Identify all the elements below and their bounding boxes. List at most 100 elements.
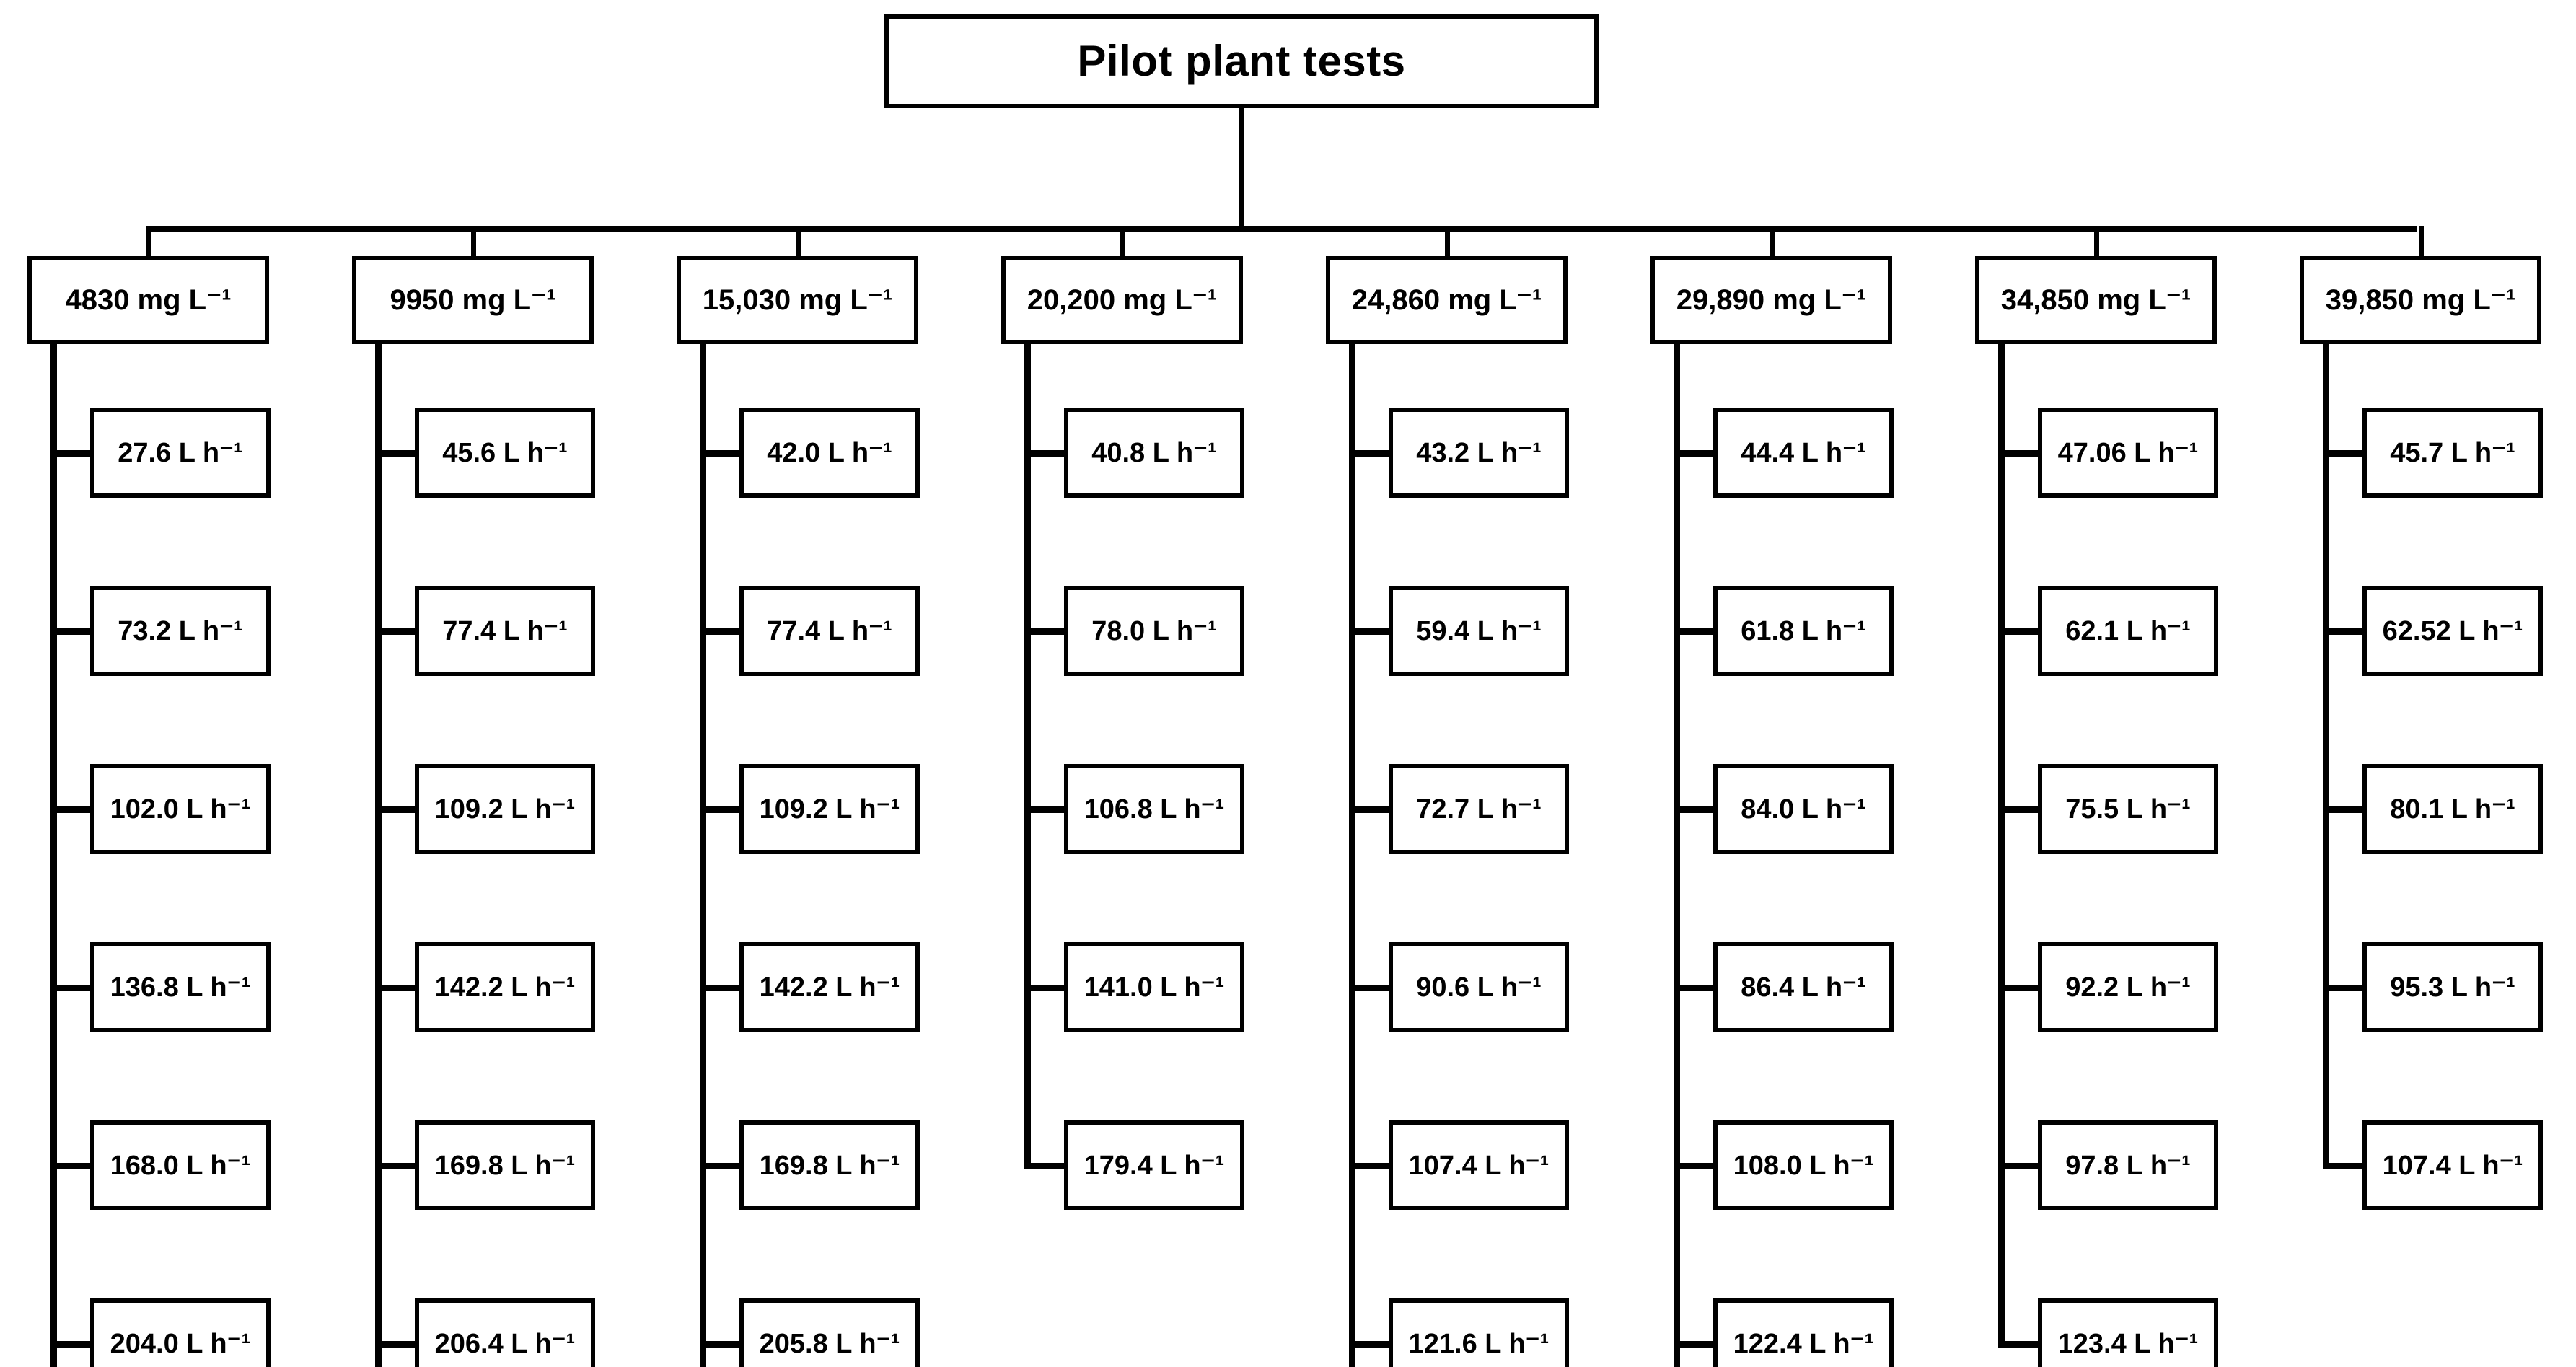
leaf-node-3-3[interactable]: 141.0 L h⁻¹ [1064, 942, 1244, 1032]
leaf-node-1-2[interactable]: 109.2 L h⁻¹ [415, 764, 595, 854]
leaf-node-label: 169.8 L h⁻¹ [434, 1150, 576, 1181]
leaf-node-2-1[interactable]: 77.4 L h⁻¹ [739, 586, 920, 676]
leaf-node-4-5[interactable]: 121.6 L h⁻¹ [1389, 1298, 1569, 1367]
leaf-node-5-1[interactable]: 61.8 L h⁻¹ [1713, 586, 1894, 676]
leaf-node-label: 90.6 L h⁻¹ [1416, 972, 1542, 1003]
leaf-node-label: 102.0 L h⁻¹ [110, 794, 251, 825]
category-node-0[interactable]: 4830 mg L⁻¹ [27, 256, 269, 344]
leaf-node-label: 62.52 L h⁻¹ [2382, 615, 2523, 646]
leaf-node-6-3[interactable]: 92.2 L h⁻¹ [2038, 942, 2218, 1032]
leaf-node-1-0[interactable]: 45.6 L h⁻¹ [415, 408, 595, 498]
leaf-stub-connector-1-5 [375, 1340, 418, 1348]
leaf-node-6-1[interactable]: 62.1 L h⁻¹ [2038, 586, 2218, 676]
category-node-2[interactable]: 15,030 mg L⁻¹ [677, 256, 918, 344]
leaf-node-1-3[interactable]: 142.2 L h⁻¹ [415, 942, 595, 1032]
leaf-node-3-2[interactable]: 106.8 L h⁻¹ [1064, 764, 1244, 854]
leaf-node-7-3[interactable]: 95.3 L h⁻¹ [2362, 942, 2543, 1032]
leaf-node-label: 169.8 L h⁻¹ [759, 1150, 900, 1181]
leaf-stub-connector-5-2 [1674, 806, 1716, 813]
leaf-node-label: 59.4 L h⁻¹ [1416, 615, 1542, 646]
leaf-node-7-2[interactable]: 80.1 L h⁻¹ [2362, 764, 2543, 854]
leaf-node-label: 168.0 L h⁻¹ [110, 1150, 251, 1181]
leaf-stub-connector-6-0 [1998, 449, 2041, 457]
leaf-node-2-5[interactable]: 205.8 L h⁻¹ [739, 1298, 920, 1367]
leaf-stub-connector-2-4 [700, 1162, 742, 1169]
leaf-node-1-4[interactable]: 169.8 L h⁻¹ [415, 1120, 595, 1210]
leaf-stub-connector-6-4 [1998, 1162, 2041, 1169]
leaf-stub-connector-0-5 [50, 1340, 93, 1348]
leaf-node-label: 136.8 L h⁻¹ [110, 972, 251, 1003]
leaf-node-4-3[interactable]: 90.6 L h⁻¹ [1389, 942, 1569, 1032]
leaf-node-6-4[interactable]: 97.8 L h⁻¹ [2038, 1120, 2218, 1210]
leaf-stub-connector-1-3 [375, 984, 418, 991]
category-node-label: 24,860 mg L⁻¹ [1351, 284, 1542, 316]
leaf-stub-connector-4-2 [1349, 806, 1392, 813]
leaf-stub-connector-3-4 [1024, 1162, 1067, 1169]
leaf-node-label: 109.2 L h⁻¹ [434, 794, 576, 825]
leaf-node-5-0[interactable]: 44.4 L h⁻¹ [1713, 408, 1894, 498]
leaf-node-1-5[interactable]: 206.4 L h⁻¹ [415, 1298, 595, 1367]
leaf-node-label: 45.6 L h⁻¹ [442, 437, 568, 468]
leaf-node-5-2[interactable]: 84.0 L h⁻¹ [1713, 764, 1894, 854]
leaf-node-label: 43.2 L h⁻¹ [1416, 437, 1542, 468]
leaf-node-3-0[interactable]: 40.8 L h⁻¹ [1064, 408, 1244, 498]
leaf-stub-connector-1-1 [375, 628, 418, 635]
leaf-node-label: 122.4 L h⁻¹ [1733, 1328, 1874, 1359]
leaf-node-4-0[interactable]: 43.2 L h⁻¹ [1389, 408, 1569, 498]
leaf-stub-connector-7-3 [2323, 984, 2365, 991]
leaf-node-5-4[interactable]: 108.0 L h⁻¹ [1713, 1120, 1894, 1210]
column-spine-7 [2323, 341, 2329, 1169]
leaf-node-6-2[interactable]: 75.5 L h⁻¹ [2038, 764, 2218, 854]
column-spine-3 [1024, 341, 1031, 1169]
category-node-label: 29,890 mg L⁻¹ [1676, 284, 1867, 316]
leaf-node-6-0[interactable]: 47.06 L h⁻¹ [2038, 408, 2218, 498]
leaf-node-0-3[interactable]: 136.8 L h⁻¹ [90, 942, 271, 1032]
leaf-stub-connector-0-2 [50, 806, 93, 813]
branch-drop-connector-2 [795, 226, 801, 259]
category-node-3[interactable]: 20,200 mg L⁻¹ [1001, 256, 1243, 344]
branch-drop-connector-0 [146, 226, 151, 259]
leaf-node-label: 123.4 L h⁻¹ [2057, 1328, 2199, 1359]
leaf-stub-connector-2-3 [700, 984, 742, 991]
leaf-node-2-2[interactable]: 109.2 L h⁻¹ [739, 764, 920, 854]
leaf-node-2-3[interactable]: 142.2 L h⁻¹ [739, 942, 920, 1032]
category-node-5[interactable]: 29,890 mg L⁻¹ [1650, 256, 1892, 344]
leaf-node-4-2[interactable]: 72.7 L h⁻¹ [1389, 764, 1569, 854]
leaf-node-0-1[interactable]: 73.2 L h⁻¹ [90, 586, 271, 676]
leaf-node-0-5[interactable]: 204.0 L h⁻¹ [90, 1298, 271, 1367]
column-spine-6 [1998, 341, 2005, 1348]
category-node-label: 34,850 mg L⁻¹ [2000, 284, 2192, 316]
leaf-stub-connector-0-4 [50, 1162, 93, 1169]
leaf-stub-connector-1-2 [375, 806, 418, 813]
column-spine-5 [1674, 341, 1680, 1367]
leaf-node-0-2[interactable]: 102.0 L h⁻¹ [90, 764, 271, 854]
leaf-node-4-1[interactable]: 59.4 L h⁻¹ [1389, 586, 1569, 676]
category-node-6[interactable]: 34,850 mg L⁻¹ [1975, 256, 2217, 344]
leaf-node-label: 95.3 L h⁻¹ [2390, 972, 2515, 1003]
leaf-node-2-4[interactable]: 169.8 L h⁻¹ [739, 1120, 920, 1210]
leaf-node-label: 206.4 L h⁻¹ [434, 1328, 576, 1359]
leaf-stub-connector-0-0 [50, 449, 93, 457]
leaf-node-3-1[interactable]: 78.0 L h⁻¹ [1064, 586, 1244, 676]
category-node-label: 15,030 mg L⁻¹ [702, 284, 893, 316]
leaf-node-6-5[interactable]: 123.4 L h⁻¹ [2038, 1298, 2218, 1367]
leaf-node-0-4[interactable]: 168.0 L h⁻¹ [90, 1120, 271, 1210]
leaf-stub-connector-1-0 [375, 449, 418, 457]
leaf-node-2-0[interactable]: 42.0 L h⁻¹ [739, 408, 920, 498]
leaf-node-3-4[interactable]: 179.4 L h⁻¹ [1064, 1120, 1244, 1210]
leaf-node-label: 97.8 L h⁻¹ [2065, 1150, 2191, 1181]
category-node-4[interactable]: 24,860 mg L⁻¹ [1326, 256, 1568, 344]
leaf-stub-connector-4-0 [1349, 449, 1392, 457]
leaf-node-7-0[interactable]: 45.7 L h⁻¹ [2362, 408, 2543, 498]
leaf-node-4-4[interactable]: 107.4 L h⁻¹ [1389, 1120, 1569, 1210]
leaf-node-7-4[interactable]: 107.4 L h⁻¹ [2362, 1120, 2543, 1210]
root-node-pilot-plant-tests[interactable]: Pilot plant tests [884, 14, 1599, 108]
leaf-node-1-1[interactable]: 77.4 L h⁻¹ [415, 586, 595, 676]
leaf-node-label: 44.4 L h⁻¹ [1741, 437, 1866, 468]
leaf-node-0-0[interactable]: 27.6 L h⁻¹ [90, 408, 271, 498]
category-node-1[interactable]: 9950 mg L⁻¹ [352, 256, 594, 344]
leaf-node-5-5[interactable]: 122.4 L h⁻¹ [1713, 1298, 1894, 1367]
leaf-node-7-1[interactable]: 62.52 L h⁻¹ [2362, 586, 2543, 676]
category-node-7[interactable]: 39,850 mg L⁻¹ [2300, 256, 2541, 344]
leaf-node-5-3[interactable]: 86.4 L h⁻¹ [1713, 942, 1894, 1032]
